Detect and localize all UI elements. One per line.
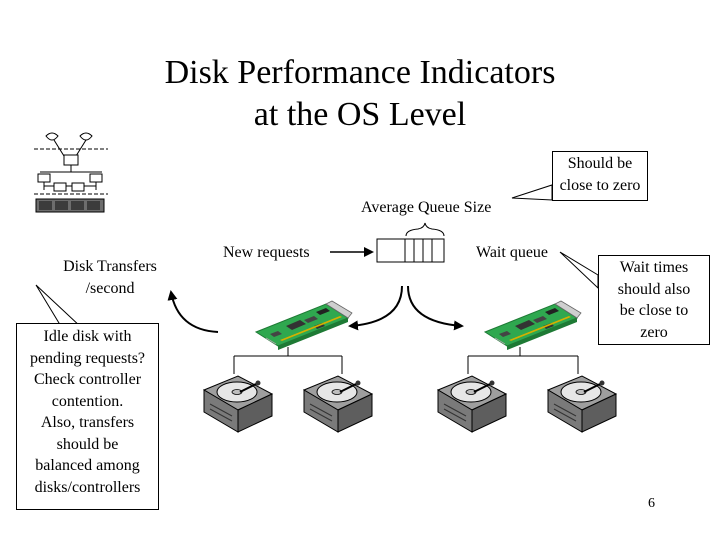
callout-line: should also (617, 280, 691, 298)
average-queue-size-label: Average Queue Size (361, 199, 492, 216)
callout-line: should be (56, 435, 119, 453)
wait-queue-label: Wait queue (476, 244, 549, 261)
wait-times-callout: Wait times should also be close to zero (598, 255, 710, 345)
callout-line: zero (640, 323, 668, 341)
title-line-1: Disk Performance Indicators (164, 54, 556, 91)
callout-line: balanced among (35, 457, 140, 474)
queue-arrow-right (407, 285, 464, 331)
controller-card-left (255, 300, 353, 351)
page-number: 6 (648, 496, 655, 511)
callout-line: close to zero (559, 176, 641, 194)
disk-transfers-line-1: Disk Transfers (63, 258, 157, 275)
title-line-2: at the OS Level (253, 96, 467, 133)
callout-line: Should be (567, 155, 633, 172)
queue-size-brace (405, 222, 445, 237)
callout-line: disks/controllers (34, 478, 141, 496)
controller-card-right (484, 300, 582, 351)
disk-bus-lines (233, 347, 579, 374)
transfers-arrow (167, 290, 219, 333)
disk-3 (437, 375, 507, 433)
slide-title: Disk Performance Indicators at the OS Le… (0, 52, 720, 136)
queue-arrow-left (348, 285, 403, 331)
callout-line: be close to (619, 302, 689, 319)
system-topology-icon (34, 132, 108, 213)
disk-1 (203, 375, 273, 433)
callout-line: Check controller (33, 371, 142, 388)
callout-line: pending requests? (29, 349, 146, 367)
queue-box (376, 238, 445, 263)
disk-4 (547, 375, 617, 433)
queue-size-callout: Should be close to zero (552, 151, 648, 201)
disk-transfers-label: Disk Transfers /second (50, 256, 170, 300)
idle-disk-callout: Idle disk with pending requests? Check c… (16, 323, 159, 510)
callout-line: contention. (51, 392, 124, 410)
callout-tail-queue (511, 184, 553, 201)
callout-line: Also, transfers (40, 414, 135, 431)
disk-2 (303, 375, 373, 433)
callout-line: Idle disk with (43, 328, 132, 345)
callout-tail-wait (559, 251, 599, 290)
new-requests-label: New requests (223, 244, 310, 261)
callout-line: Wait times (619, 259, 689, 276)
disk-transfers-line-2: /second (85, 280, 135, 297)
